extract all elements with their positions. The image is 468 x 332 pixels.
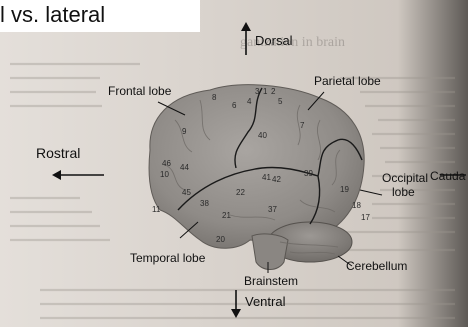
label-brainstem: Brainstem [244, 274, 298, 288]
area-18: 18 [352, 201, 361, 210]
area-10: 10 [160, 170, 169, 179]
label-parietal-lobe: Parietal lobe [314, 74, 381, 88]
area-44: 44 [180, 163, 189, 172]
area-20: 20 [216, 235, 225, 244]
label-occipital-lobe-2: lobe [392, 185, 415, 199]
area-5: 5 [278, 97, 283, 106]
area-38: 38 [200, 199, 209, 208]
area-2: 2 [271, 87, 276, 96]
area-19: 19 [340, 185, 349, 194]
area-11: 11 [152, 205, 161, 214]
label-frontal-lobe: Frontal lobe [108, 84, 172, 98]
label-dorsal: Dorsal [255, 33, 293, 48]
label-cerebellum: Cerebellum [346, 259, 407, 273]
area-21: 21 [222, 211, 231, 220]
area-3: 3 [255, 87, 260, 96]
area-6: 6 [232, 101, 237, 110]
area-22: 22 [236, 188, 245, 197]
label-rostral: Rostral [36, 145, 80, 161]
brainstem-shape [252, 234, 288, 270]
page-title: l vs. lateral [0, 0, 105, 30]
label-occipital-lobe-1: Occipital [382, 171, 428, 185]
area-46: 46 [162, 159, 171, 168]
area-9: 9 [182, 127, 187, 136]
area-39: 39 [304, 169, 313, 178]
area-1: 1 [263, 87, 268, 96]
area-8: 8 [212, 93, 217, 102]
area-37: 37 [268, 205, 277, 214]
label-caudal-fragment: Cauda [430, 169, 466, 183]
area-45: 45 [182, 188, 191, 197]
area-7: 7 [300, 121, 305, 130]
area-4: 4 [247, 97, 252, 106]
label-temporal-lobe: Temporal lobe [130, 251, 206, 265]
area-17: 17 [361, 213, 370, 222]
area-40: 40 [258, 131, 267, 140]
label-ventral: Ventral [245, 294, 286, 309]
area-42: 42 [272, 175, 281, 184]
area-41: 41 [262, 173, 271, 182]
